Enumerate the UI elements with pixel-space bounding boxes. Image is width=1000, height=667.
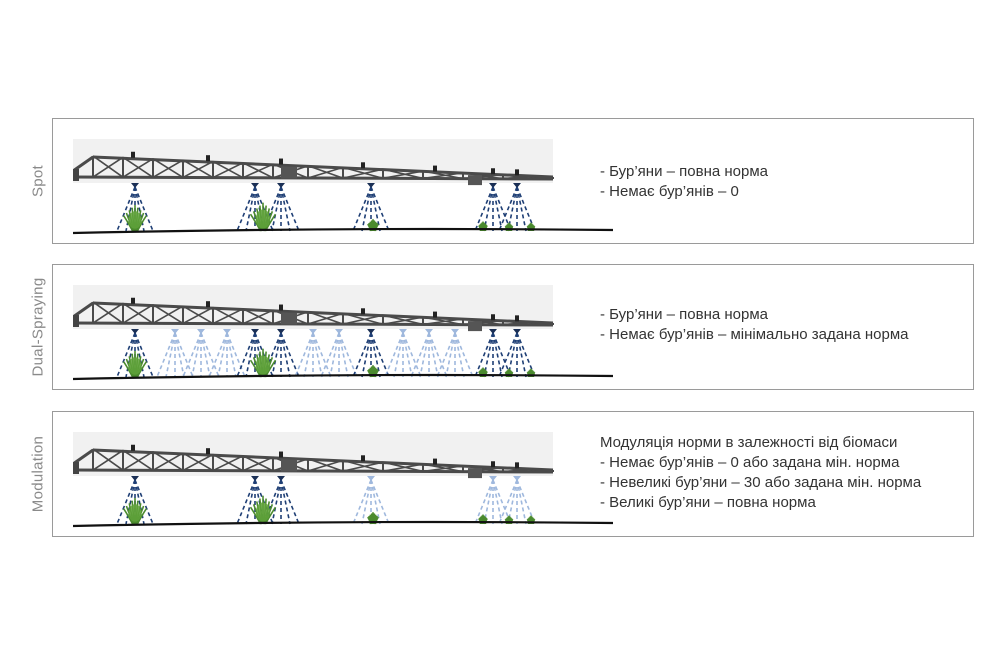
sprayer-boom-icon [73, 139, 613, 235]
spray-nozzle-cone [384, 329, 422, 378]
sprayer-illustration [73, 135, 613, 239]
ground-line [73, 520, 613, 528]
mode-description: - Бур’яни – повна норма - Немає бур’янів… [600, 162, 768, 202]
weed-plant [122, 498, 148, 525]
weed-plant [526, 515, 536, 525]
description-line: Модуляція норми в залежності від біомаси [600, 434, 898, 451]
sprayer-illustration [73, 281, 613, 385]
mode-label-text: Modulation [29, 435, 47, 513]
sprayer-boom [73, 432, 554, 479]
spray-nozzle-cone [474, 183, 512, 232]
spot-panel: - Бур’яни – повна норма - Немає бур’янів… [52, 118, 974, 244]
sprayer-boom [73, 285, 554, 332]
ground-line [73, 227, 613, 235]
spray-nozzle-cone [116, 329, 154, 378]
spray-nozzle-cone [156, 329, 194, 378]
description-line: - Немає бур’янів – 0 [600, 183, 739, 200]
description-line: - Немає бур’янів – 0 або задана мін. нор… [600, 454, 900, 471]
spray-nozzle-cone [294, 329, 332, 378]
spray-nozzle-cone [236, 183, 274, 232]
dual-spraying-panel: - Бур’яни – повна норма - Немає бур’янів… [52, 264, 974, 390]
description-line: - Великі бур’яни – повна норма [600, 494, 816, 511]
ground-line [73, 373, 613, 381]
sprayer-boom [73, 139, 554, 186]
spray-nozzle-cone [262, 183, 300, 232]
description-line: - Невеликі бур’яни – 30 або задана мін. … [600, 474, 922, 491]
spray-nozzle-cone [352, 476, 390, 525]
spray-nozzle-cone [262, 476, 300, 525]
spray-nozzle-cone [436, 329, 474, 378]
mode-label-text: Dual-Spraying [29, 277, 47, 377]
weed-plant [478, 221, 488, 232]
sprayer-illustration [73, 428, 613, 532]
weed-plant [122, 351, 148, 378]
spray-nozzle-cone [262, 329, 300, 378]
mode-label-text: Spot [29, 164, 47, 198]
mode-description: - Бур’яни – повна норма - Немає бур’янів… [600, 305, 908, 345]
description-line: - Бур’яни – повна норма [600, 163, 768, 180]
spray-nozzle-cone [182, 329, 220, 378]
spray-nozzle-cone [410, 329, 448, 378]
sprayer-boom-icon [73, 285, 613, 381]
weed-plant [367, 365, 379, 378]
weed-plant [478, 514, 488, 525]
weed-plant [367, 512, 379, 525]
spray-nozzle-cone [320, 329, 358, 378]
sprayer-boom-icon [73, 432, 613, 528]
mode-description: Модуляція норми в залежності від біомаси… [600, 433, 921, 513]
weed-plant [122, 205, 148, 232]
weed-plant [367, 219, 379, 232]
spray-nozzle-cone [208, 329, 246, 378]
modulation-panel: Модуляція норми в залежності від біомаси… [52, 411, 974, 537]
description-line: - Немає бур’янів – мінімально задана нор… [600, 326, 909, 343]
description-line: - Бур’яни – повна норма [600, 306, 768, 323]
